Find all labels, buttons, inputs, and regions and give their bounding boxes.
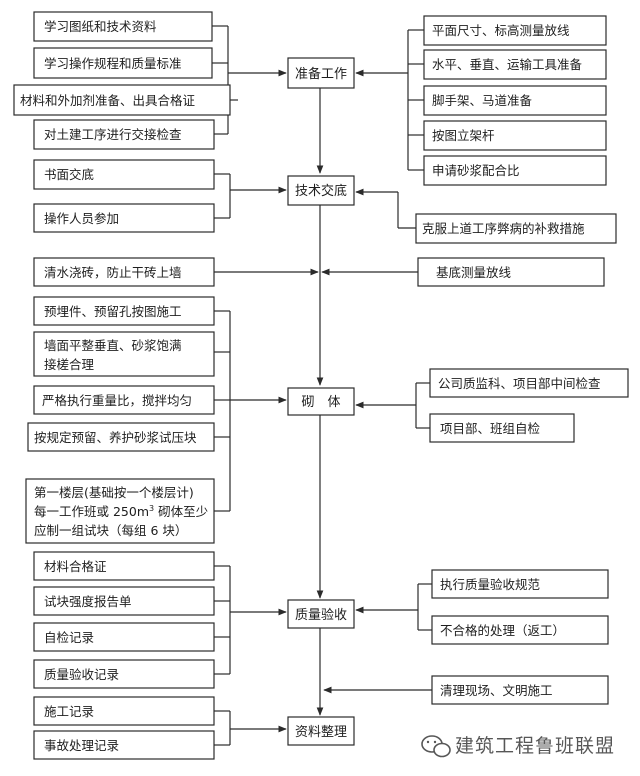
masonry-left-item-label: 每一工作班或 250m3 砌体至少 <box>34 504 208 519</box>
quality-left-item-label: 质量验收记录 <box>44 667 119 682</box>
stage-records: 资料整理 <box>287 716 355 746</box>
stage-tech-label: 技术交底 <box>295 183 347 199</box>
masonry-right-item-label: 项目部、班组自检 <box>440 421 541 436</box>
stage-masonry: 砌 体 <box>287 387 355 416</box>
quality-right-item-label: 不合格的处理（返工） <box>440 623 565 638</box>
masonry-left-item-label: 严格执行重量比，搅拌均匀 <box>42 393 192 408</box>
masonry-left-item-label: 预埋件、预留孔按图施工 <box>44 304 182 319</box>
quality-right-item: 不合格的处理（返工） <box>431 615 609 645</box>
records-left-item: 施工记录 <box>33 696 215 726</box>
masonry-left-item-label: 按规定预留、养护砂浆试压块 <box>34 430 197 445</box>
prep-right-item: 申请砂浆配合比 <box>423 155 607 186</box>
prep-right-item-label: 按图立架杆 <box>432 128 495 143</box>
tech-left-item-label: 操作人员参加 <box>44 211 119 226</box>
tech-right-item-label: 克服上道工序弊病的补救措施 <box>422 221 585 236</box>
masonry-left-item-label: 接槎合理 <box>44 357 95 372</box>
quality-left-item-label: 材料合格证 <box>44 559 107 574</box>
watermark: 建筑工程鲁班联盟 <box>421 735 615 758</box>
masonry-right-item: 公司质监科、项目部中间检查 <box>429 368 629 398</box>
quality-left-item-label: 自检记录 <box>44 630 94 645</box>
prep-right-item: 水平、垂直、运输工具准备 <box>423 49 607 80</box>
masonry-left-item-label: 第一楼层(基础按一个楼层计) <box>34 485 194 500</box>
masonry-left-item: 预埋件、预留孔按图施工 <box>33 296 215 326</box>
masonry-left-item-label: 墙面平整垂直、砂浆饱满 <box>44 338 182 353</box>
masonry-right-item-label: 公司质监科、项目部中间检查 <box>438 376 601 391</box>
records-left-item-label: 施工记录 <box>44 704 94 719</box>
mid-left-item: 清水浇砖，防止干砖上墙 <box>33 257 215 287</box>
masonry-right-item: 项目部、班组自检 <box>429 413 575 443</box>
tech-left-item: 书面交底 <box>33 159 215 190</box>
records-left-item-label: 事故处理记录 <box>44 738 119 753</box>
connectors <box>212 25 432 746</box>
masonry-left-item-label: 应制一组试块（每组 6 块） <box>34 523 187 538</box>
masonry-left-item: 墙面平整垂直、砂浆饱满 接槎合理 <box>33 331 215 377</box>
prep-right-item: 平面尺寸、标高测量放线 <box>423 15 607 46</box>
records-right-item-label: 清理现场、文明施工 <box>440 683 553 698</box>
records-right-item: 清理现场、文明施工 <box>431 675 609 705</box>
stage-prep: 准备工作 <box>287 57 355 89</box>
prep-left-item: 学习图纸和技术资料 <box>33 11 213 42</box>
watermark-text: 建筑工程鲁班联盟 <box>455 735 615 757</box>
quality-right-item: 执行质量验收规范 <box>431 569 609 599</box>
masonry-left-item: 严格执行重量比，搅拌均匀 <box>33 385 215 415</box>
prep-right-item-label: 平面尺寸、标高测量放线 <box>432 23 570 38</box>
mid-right-item-label: 基底测量放线 <box>436 265 512 280</box>
stage-masonry-label: 砌 体 <box>301 395 340 410</box>
masonry-left-item: 按规定预留、养护砂浆试压块 <box>27 422 215 452</box>
prep-left-item-label: 材料和外加剂准备、出具合格证 <box>20 93 196 108</box>
stage-records-label: 资料整理 <box>295 725 347 740</box>
quality-left-item-label: 试块强度报告单 <box>44 594 132 609</box>
prep-left-item: 学习操作规程和质量标准 <box>33 47 213 79</box>
quality-left-item: 试块强度报告单 <box>33 586 215 616</box>
prep-right-item: 脚手架、马道准备 <box>423 85 607 116</box>
prep-right-item-label: 脚手架、马道准备 <box>432 93 533 108</box>
prep-left-item-label: 学习操作规程和质量标准 <box>44 56 182 71</box>
masonry-left-item: 第一楼层(基础按一个楼层计) 每一工作班或 250m3 砌体至少 应制一组试块（… <box>25 478 215 544</box>
quality-left-item: 材料合格证 <box>33 551 215 581</box>
stage-prep-label: 准备工作 <box>295 66 347 82</box>
prep-right-item: 按图立架杆 <box>423 120 607 151</box>
quality-right-item-label: 执行质量验收规范 <box>440 577 540 592</box>
prep-right-item-label: 水平、垂直、运输工具准备 <box>432 57 583 72</box>
tech-left-item: 操作人员参加 <box>33 203 215 233</box>
wechat-icon <box>421 735 451 758</box>
prep-left-item: 材料和外加剂准备、出具合格证 <box>13 84 231 116</box>
quality-left-item: 质量验收记录 <box>33 659 215 689</box>
tech-right-item: 克服上道工序弊病的补救措施 <box>415 213 617 244</box>
records-left-item: 事故处理记录 <box>33 730 215 760</box>
stage-quality-label: 质量验收 <box>295 607 347 623</box>
quality-left-item: 自检记录 <box>33 622 215 652</box>
stage-quality: 质量验收 <box>287 599 355 629</box>
stage-tech: 技术交底 <box>287 175 355 206</box>
prep-left-item-label: 对土建工序进行交接检查 <box>44 127 182 142</box>
prep-left-item: 对土建工序进行交接检查 <box>33 119 215 150</box>
mid-right-item: 基底测量放线 <box>417 257 605 287</box>
tech-left-item-label: 书面交底 <box>44 167 94 182</box>
prep-left-item-label: 学习图纸和技术资料 <box>44 19 157 34</box>
mid-left-item-label: 清水浇砖，防止干砖上墙 <box>44 265 182 280</box>
prep-right-item-label: 申请砂浆配合比 <box>432 163 520 178</box>
